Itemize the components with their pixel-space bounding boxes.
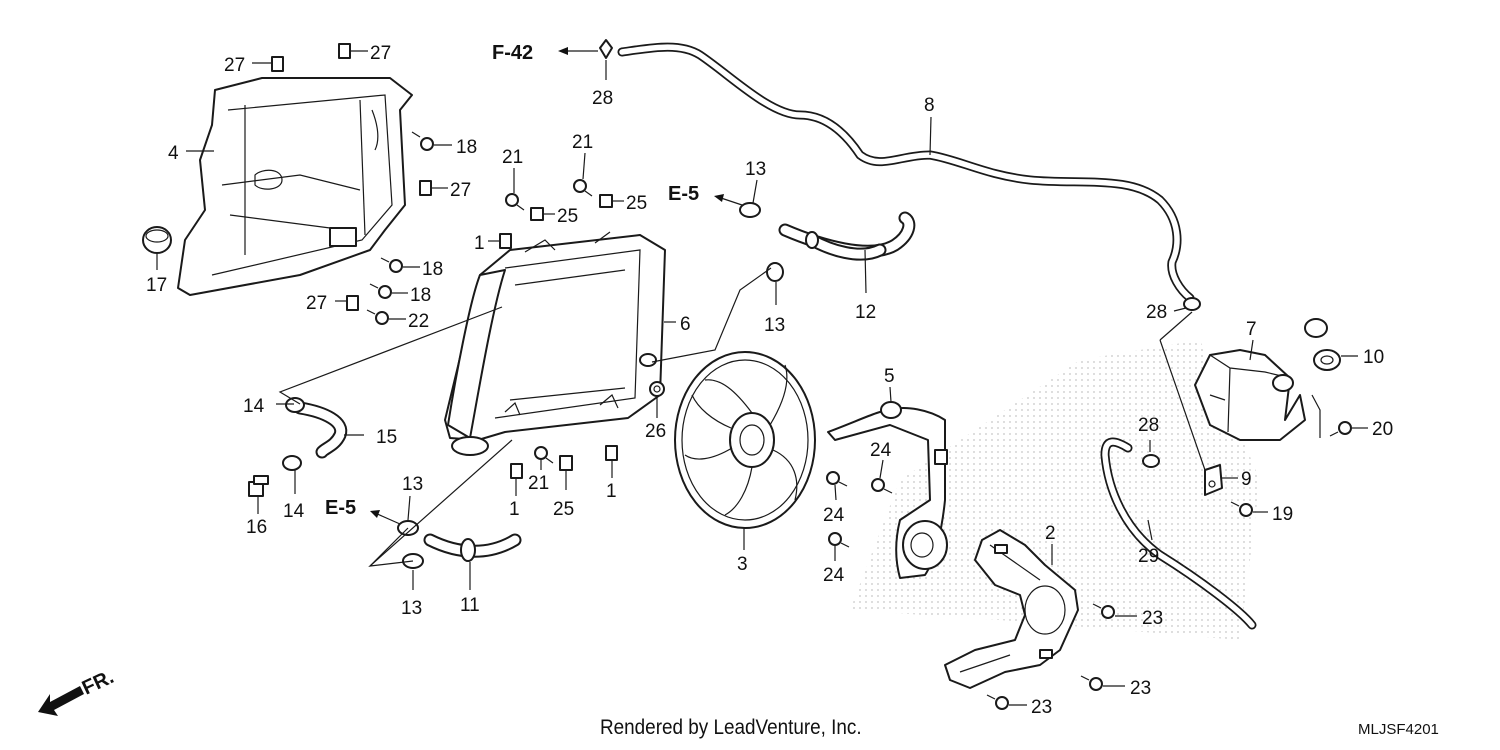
watermark-shading xyxy=(850,340,1260,640)
part-label[interactable]: 24 xyxy=(823,505,845,526)
part-label[interactable]: 27 xyxy=(370,43,391,64)
part-label[interactable]: 13 xyxy=(745,159,766,180)
diagram-code: MLJSF4201 xyxy=(1358,721,1439,738)
part-label[interactable]: 13 xyxy=(764,315,785,336)
part-label[interactable]: 23 xyxy=(1142,608,1163,629)
ref-fuel-f42[interactable]: F-42 xyxy=(492,42,533,64)
cap-17 xyxy=(142,226,172,254)
bolts-19-20 xyxy=(1230,421,1352,517)
reference-labels: F-42 E-5 E-5 xyxy=(325,42,699,519)
part-number-labels: 4 27 27 18 27 17 18 18 27 22 1 21 21 25 … xyxy=(146,43,1393,718)
part-label[interactable]: 25 xyxy=(557,206,578,227)
part-label[interactable]: 29 xyxy=(1138,546,1159,567)
bolts-23 xyxy=(986,603,1115,710)
leader-lines xyxy=(156,50,1368,706)
part-label[interactable]: 13 xyxy=(402,474,423,495)
bolts-18-22 xyxy=(366,131,434,325)
hose-11 xyxy=(423,533,522,562)
part-label[interactable]: 23 xyxy=(1031,697,1052,718)
bracket-9 xyxy=(1204,464,1223,496)
part-label[interactable]: 20 xyxy=(1372,419,1393,440)
part-label[interactable]: 1 xyxy=(606,481,617,502)
nut-26 xyxy=(649,381,665,397)
part-label[interactable]: 24 xyxy=(870,440,892,461)
part-label[interactable]: 16 xyxy=(246,517,267,538)
part-label[interactable]: 1 xyxy=(474,233,485,254)
direction-label: FR. xyxy=(79,666,117,700)
part-label[interactable]: 27 xyxy=(306,293,327,314)
part-label[interactable]: 21 xyxy=(572,132,593,153)
part-label[interactable]: 21 xyxy=(528,473,549,494)
part-label[interactable]: 28 xyxy=(1138,415,1159,436)
part-label[interactable]: 22 xyxy=(408,311,429,332)
part-label[interactable]: 18 xyxy=(456,137,477,158)
part-label[interactable]: 25 xyxy=(626,193,647,214)
part-label[interactable]: 2 xyxy=(1045,523,1056,544)
tube-clips-28 xyxy=(599,39,1201,468)
reserve-tank xyxy=(1194,349,1306,441)
reference-arrows xyxy=(370,47,743,525)
hose-12 xyxy=(778,211,916,261)
hose-clamps xyxy=(282,202,784,569)
part-label[interactable]: 25 xyxy=(553,499,574,520)
part-label[interactable]: 1 xyxy=(509,499,520,520)
part-label[interactable]: 12 xyxy=(855,302,876,323)
part-label[interactable]: 23 xyxy=(1130,678,1151,699)
part-label[interactable]: 10 xyxy=(1363,347,1384,368)
bolts-21-nuts-25 xyxy=(505,179,613,471)
part-label[interactable]: 4 xyxy=(168,143,179,164)
part-label[interactable]: 28 xyxy=(1146,302,1167,323)
fan-shroud xyxy=(177,77,413,296)
hose-15 xyxy=(293,401,348,459)
part-label[interactable]: 14 xyxy=(243,396,265,417)
part-label[interactable]: 8 xyxy=(924,95,935,116)
render-credit: Rendered by LeadVenture, Inc. xyxy=(600,716,862,739)
part-label[interactable]: 3 xyxy=(737,554,748,575)
part-label[interactable]: 11 xyxy=(460,595,480,616)
radiator xyxy=(444,231,666,456)
part-label[interactable]: 24 xyxy=(823,565,845,586)
overflow-tube-8 xyxy=(617,42,1195,303)
part-label[interactable]: 14 xyxy=(283,501,305,522)
part-label[interactable]: 18 xyxy=(422,259,443,280)
reserve-cap-10 xyxy=(1304,318,1341,371)
part-label[interactable]: 13 xyxy=(401,598,422,619)
part-label[interactable]: 27 xyxy=(450,180,471,201)
part-label[interactable]: 19 xyxy=(1272,504,1293,525)
front-direction-indicator: FR. xyxy=(38,666,117,716)
fan-bracket-2 xyxy=(944,529,1079,689)
tube-29 xyxy=(1100,437,1257,630)
cooling-fan xyxy=(674,351,816,529)
part-label[interactable]: 15 xyxy=(376,427,397,448)
ref-engine-e5-top[interactable]: E-5 xyxy=(668,183,699,205)
drain-plug-16 xyxy=(248,475,269,497)
part-label[interactable]: 26 xyxy=(645,421,666,442)
part-label[interactable]: 21 xyxy=(502,147,523,168)
fan-motor-stay xyxy=(827,401,948,579)
part-label[interactable]: 28 xyxy=(592,88,613,109)
part-label[interactable]: 18 xyxy=(410,285,431,306)
part-label[interactable]: 27 xyxy=(224,55,245,76)
ref-engine-e5-bottom[interactable]: E-5 xyxy=(325,497,356,519)
part-label[interactable]: 5 xyxy=(884,366,895,387)
part-label[interactable]: 6 xyxy=(680,314,691,335)
part-label[interactable]: 7 xyxy=(1246,319,1257,340)
bolts-24 xyxy=(826,471,893,548)
part-label[interactable]: 9 xyxy=(1241,469,1252,490)
part-label[interactable]: 17 xyxy=(146,275,167,296)
